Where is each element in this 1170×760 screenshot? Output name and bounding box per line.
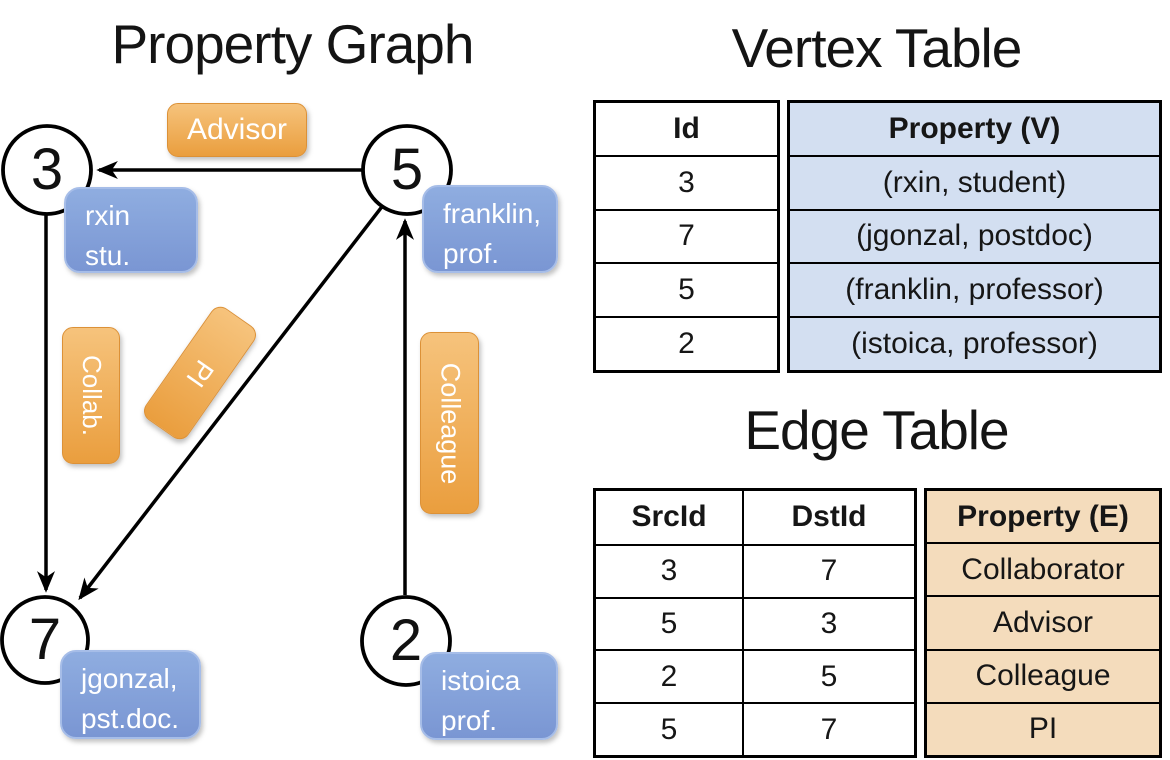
node-2-property-box: istoica prof.: [420, 652, 558, 740]
edge-table-header-dstid: DstId: [742, 491, 914, 544]
vertex-property-cell: (jgonzal, postdoc): [790, 208, 1159, 263]
edge-label-collab: Collab.: [62, 327, 120, 464]
node-3-property-box: rxin stu.: [64, 187, 198, 273]
node-2-id: 2: [389, 608, 423, 673]
node-7-property-box: jgonzal, pst.doc.: [60, 650, 201, 739]
vertex-table-header-property: Property (V): [888, 111, 1061, 145]
edge-table: SrcId DstId 3 7 5 3 2 5 5 7 Property (E)…: [593, 488, 1162, 758]
node-5-property-line2: prof.: [443, 237, 500, 269]
edge-table-id-columns: SrcId DstId 3 7 5 3 2 5 5 7: [593, 488, 917, 758]
edge-dstid-cell: 7: [742, 702, 914, 755]
edge-srcid-cell: 5: [596, 702, 742, 755]
edge-label-collab-text: Collab.: [76, 355, 107, 436]
edge-table-header-srcid: SrcId: [631, 500, 707, 534]
edge-table-property-column: Property (E) Collaborator Advisor Collea…: [924, 488, 1162, 758]
edge-pi-5-to-7: [78, 202, 386, 601]
vertex-id-cell: 5: [596, 262, 777, 316]
edge-property-cell: Advisor: [927, 595, 1159, 648]
vertex-table-header-id: Id: [673, 111, 700, 145]
vertex-table: Id 3 7 5 2 Property (V) (rxin, student) …: [593, 100, 1162, 373]
edge-dstid-cell: 7: [742, 543, 914, 597]
edge-label-advisor-text: Advisor: [186, 113, 288, 146]
edge-property-cell: PI: [927, 701, 1159, 755]
edge-property-cell: Colleague: [927, 648, 1159, 702]
node-5-property-line1: franklin,: [443, 198, 542, 229]
vertex-table-id-column: Id 3 7 5 2: [593, 100, 780, 373]
vertex-property-cell: (franklin, professor): [790, 262, 1159, 316]
edge-srcid-cell: 5: [596, 596, 742, 650]
node-3-property-line2: stu.: [85, 239, 131, 271]
edge-srcid-cell: 3: [596, 543, 742, 597]
edge-table-title: Edge Table: [744, 399, 1009, 461]
edge-dstid-cell: 5: [742, 649, 914, 703]
node-5-id: 5: [390, 137, 424, 202]
node-7-property-line2: pst.doc.: [81, 702, 180, 734]
edge-srcid-cell: 2: [596, 649, 742, 702]
edge-dstid-cell: 3: [742, 596, 914, 650]
node-5-property-box: franklin, prof.: [422, 185, 558, 273]
vertex-property-cell: (rxin, student): [790, 154, 1159, 209]
vertex-id-cell: 3: [596, 154, 777, 209]
vertex-table-property-column: Property (V) (rxin, student) (jgonzal, p…: [787, 100, 1162, 373]
node-7-id: 7: [28, 607, 62, 672]
node-3-property-line1: rxin: [85, 200, 131, 231]
edge-label-colleague: Colleague: [420, 332, 479, 514]
vertex-id-cell: 7: [596, 208, 777, 263]
vertex-property-cell: (istoica, professor): [790, 316, 1159, 370]
property-graph-title: Property Graph: [111, 13, 474, 75]
node-7-property-line1: jgonzal,: [81, 663, 178, 694]
vertex-id-cell: 2: [596, 316, 777, 370]
node-2-property-line1: istoica: [441, 665, 521, 696]
edge-label-advisor: Advisor: [167, 103, 307, 157]
edge-label-pi-text: PI: [180, 354, 221, 393]
edge-label-colleague-text: Colleague: [435, 362, 465, 484]
node-2-property-line2: prof.: [441, 704, 498, 736]
node-3-id: 3: [30, 137, 64, 202]
vertex-table-title: Vertex Table: [731, 17, 1023, 79]
edge-property-cell: Collaborator: [927, 542, 1159, 595]
edge-table-header-property: Property (E): [957, 499, 1129, 533]
